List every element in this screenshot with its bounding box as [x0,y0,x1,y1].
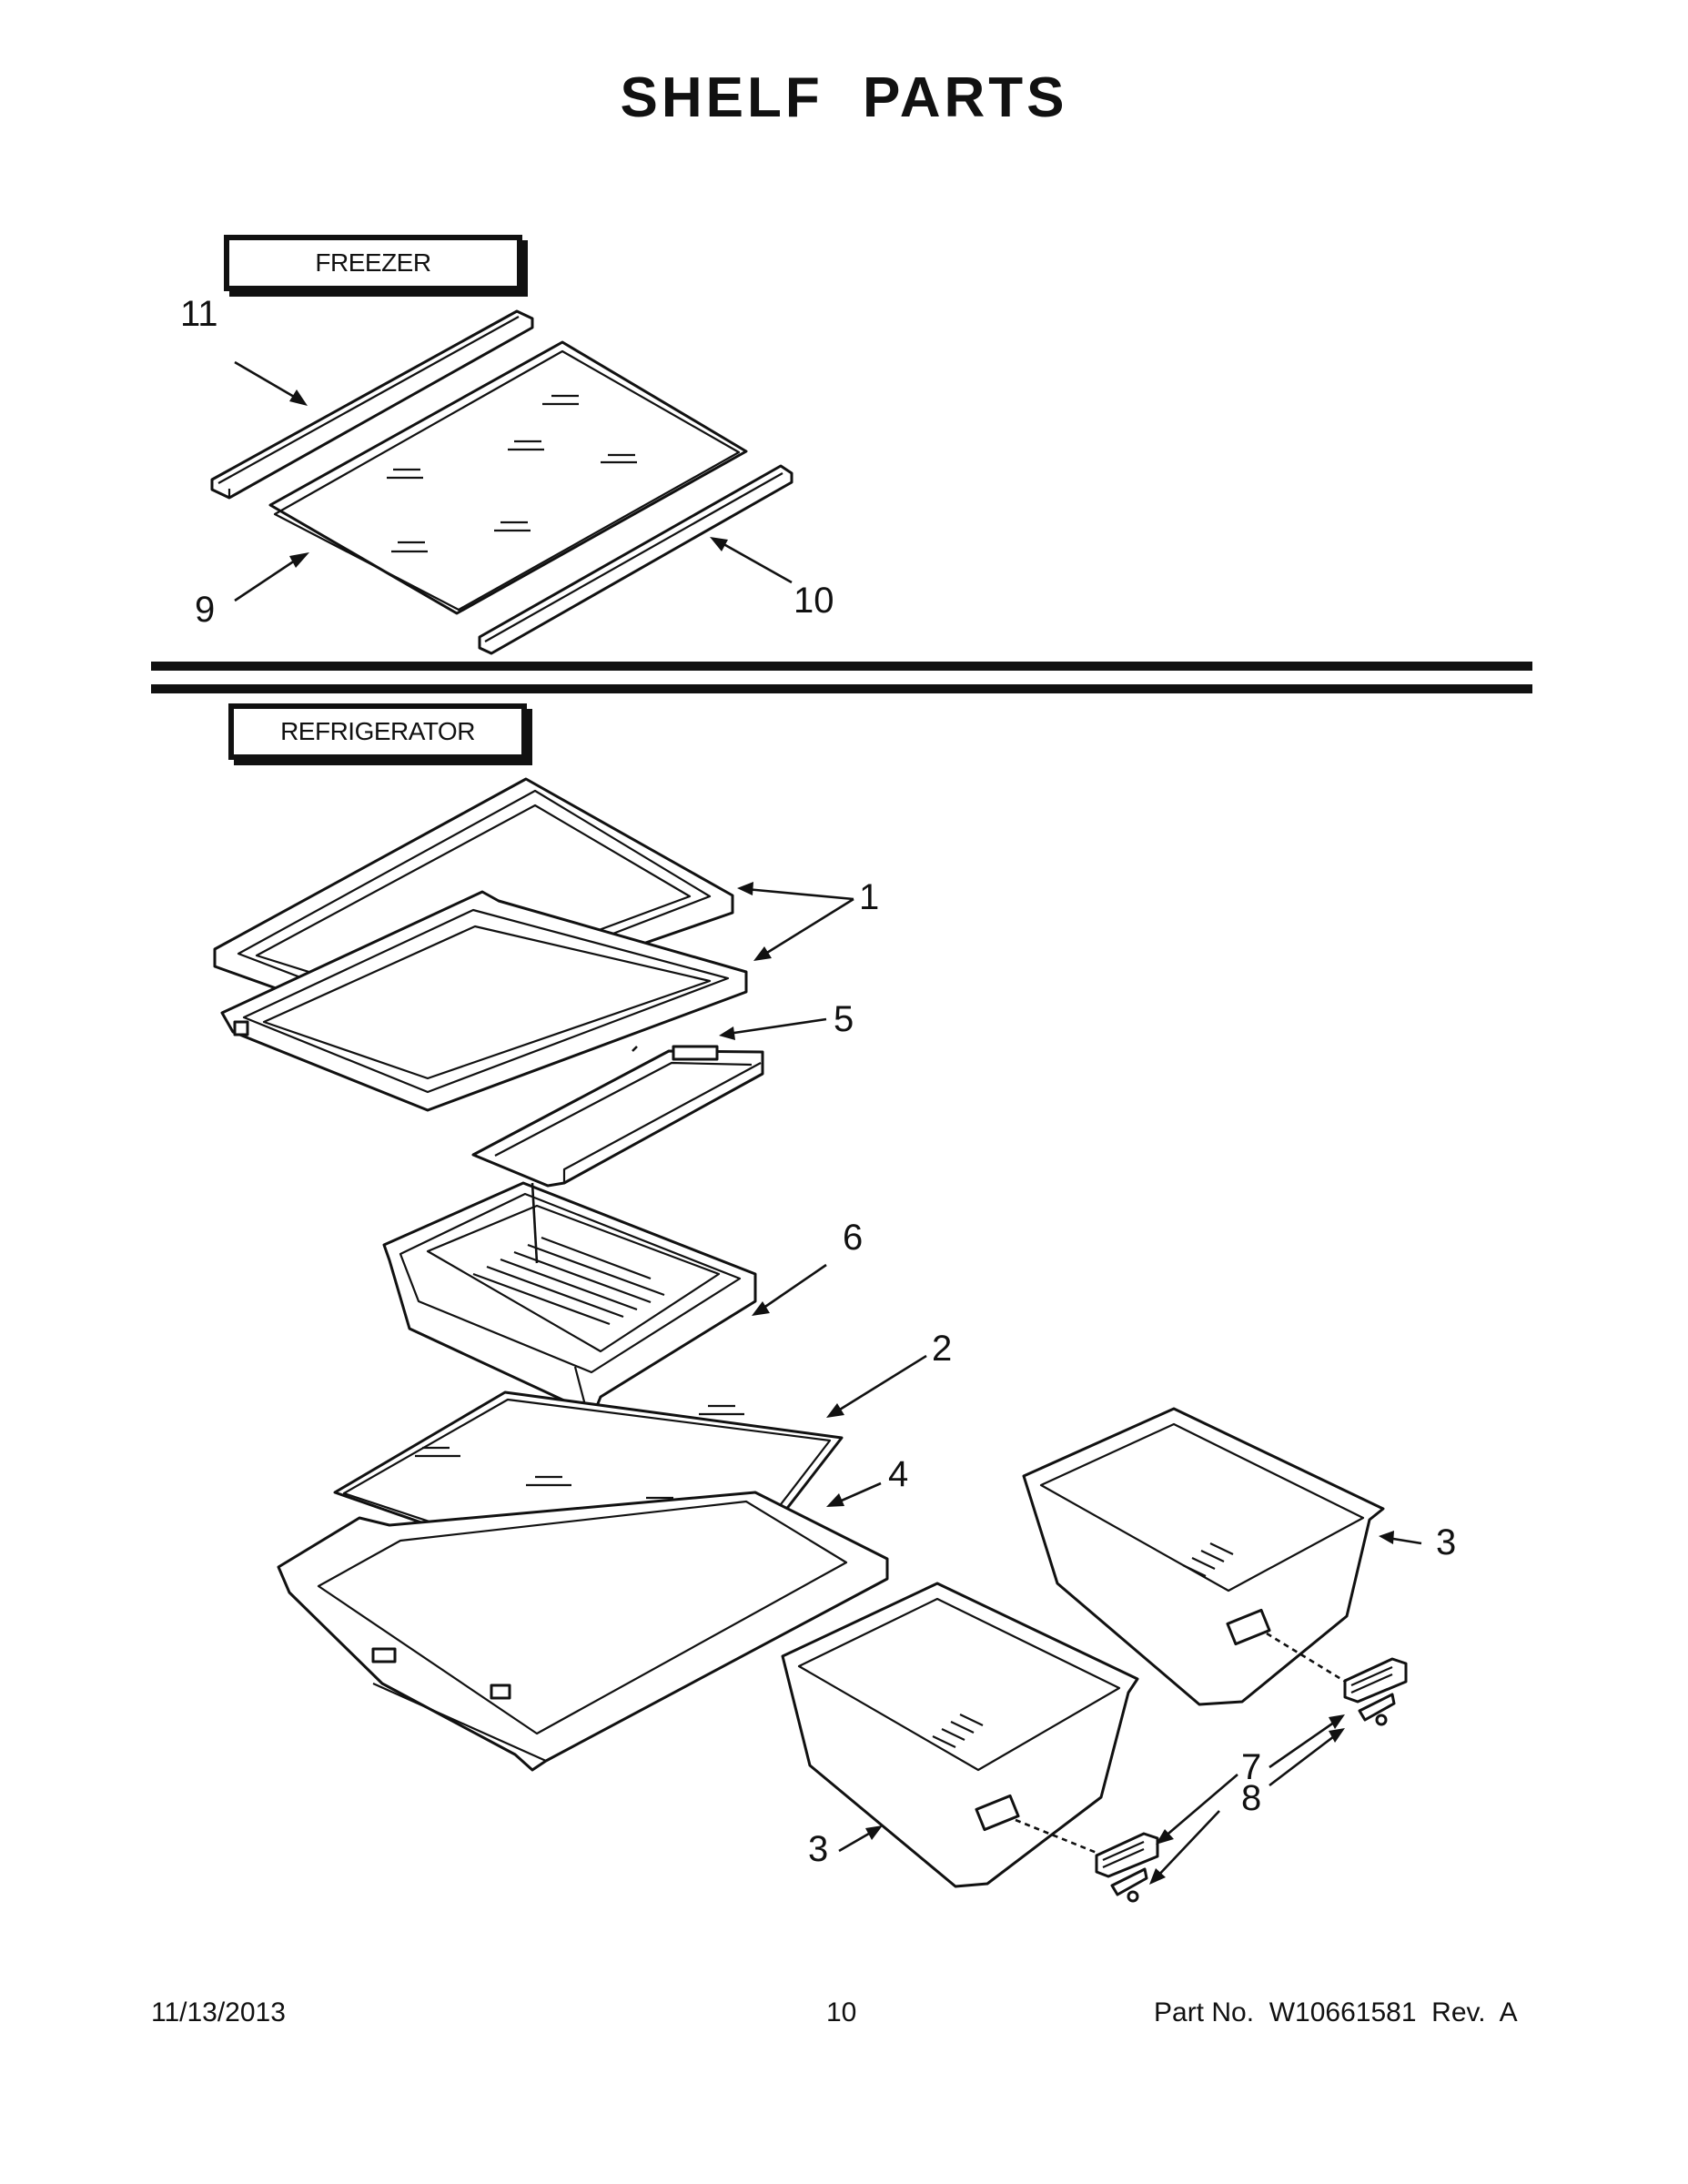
pin-right [1358,1693,1396,1726]
callout-8: 8 [1241,1778,1262,1818]
callout-7: 7 [1241,1747,1262,1787]
footer-date: 11/13/2013 [151,1997,286,2027]
refrigerator-label-text: REFRIGERATOR [280,717,475,745]
callout-9: 9 [195,590,216,630]
callout-3-right: 3 [1436,1522,1457,1562]
callout-3-left: 3 [808,1829,829,1869]
freezer-label-text: FREEZER [315,248,431,277]
crisper-shelf-frame [277,1491,889,1772]
refrigerator-label: REFRIGERATOR [228,703,527,760]
freezer-glass-shelf [268,340,748,615]
callout-4: 4 [888,1454,909,1494]
callout-6: 6 [843,1218,864,1258]
callout-11: 11 [180,294,218,334]
storage-pan-left [781,1582,1139,1888]
lower-shelf-frame [220,890,748,1112]
page-title: SHELF PARTS [620,66,1068,129]
pin-left [1110,1867,1148,1903]
storage-pan-right [1022,1407,1385,1706]
footer-part-number: Part No. W10661581 Rev. A [1154,1997,1518,2027]
footer-page-number: 10 [826,1997,857,2027]
clip-right [1343,1657,1408,1704]
leader-lines [234,360,1422,1885]
freezer-label: FREEZER [224,235,522,291]
freezer-rail-left [210,309,534,500]
clip-left [1095,1832,1159,1878]
callout-1: 1 [859,877,880,917]
section-divider-top [151,662,1532,671]
callout-2: 2 [932,1329,953,1369]
callout-5: 5 [834,999,854,1039]
section-divider-bottom [151,684,1532,693]
callout-10: 10 [793,581,834,621]
freezer-rail-right [478,464,793,655]
crisper-cover-bracket [471,1045,764,1188]
